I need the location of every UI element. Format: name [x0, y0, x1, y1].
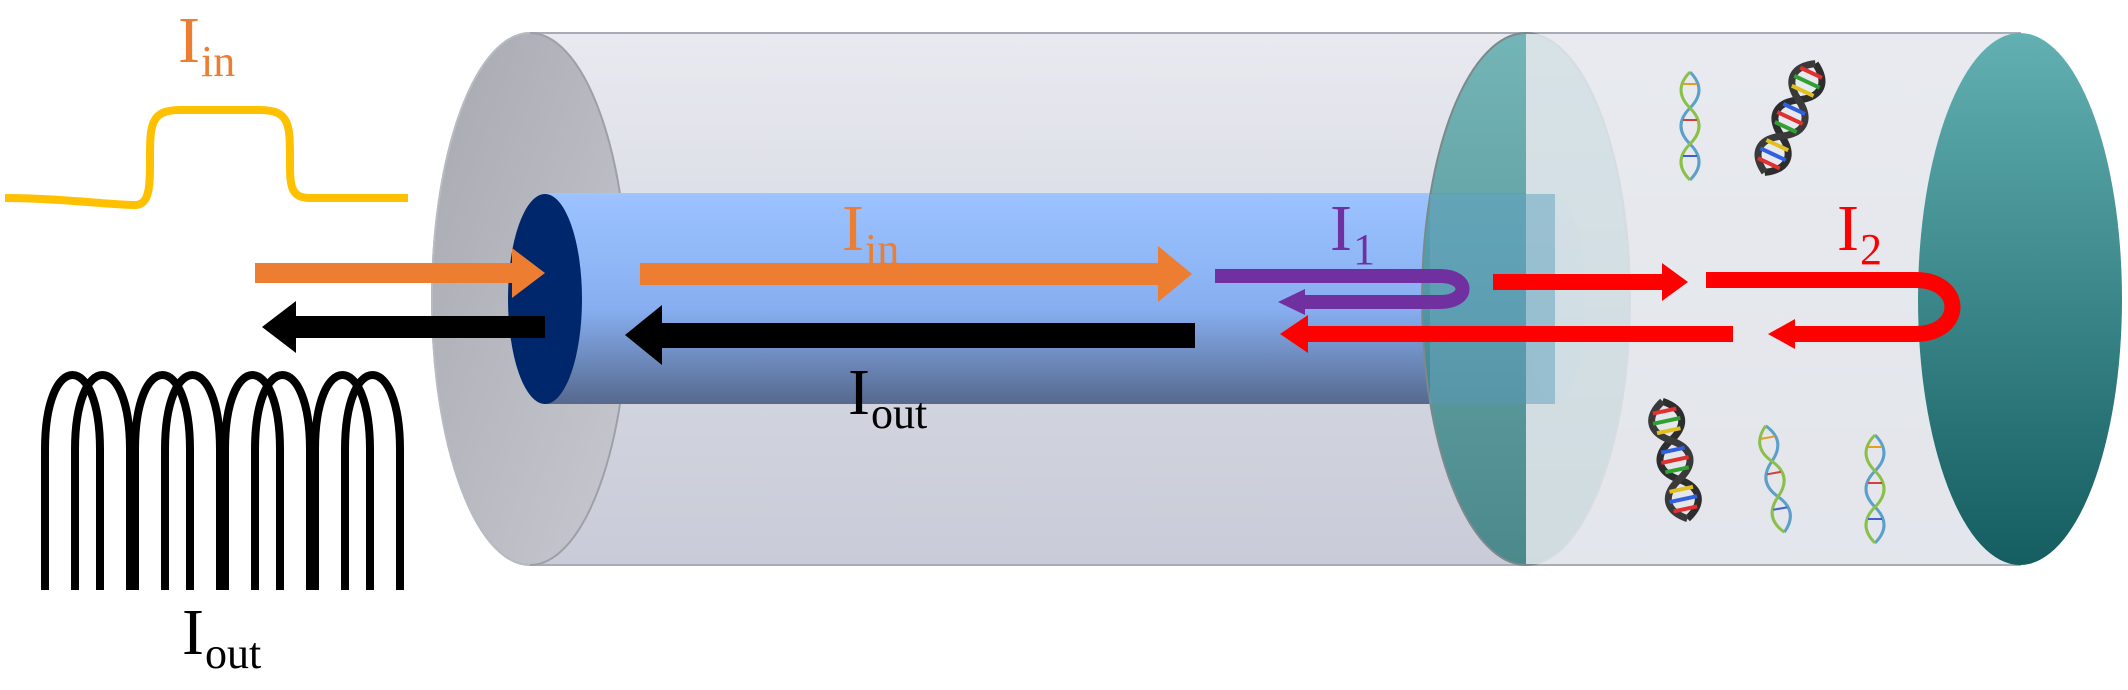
- label-i2-sub: 2: [1859, 225, 1882, 274]
- return-arrow-i2: [1280, 315, 1733, 353]
- label-i1-main: I: [1330, 192, 1352, 265]
- input-arrow-left: [255, 248, 545, 298]
- label-iout-left: Iout: [182, 600, 261, 676]
- label-iin-core-sub: in: [864, 225, 900, 274]
- label-iin-top: Iin: [178, 8, 235, 84]
- label-iout-left-main: I: [182, 596, 204, 669]
- output-arrow-left: [262, 301, 545, 353]
- tube-right-end: [1918, 33, 2122, 565]
- transmit-arrow-i2: [1493, 263, 1688, 301]
- label-i1-sub: 1: [1352, 225, 1375, 274]
- label-iin-core: Iin: [842, 196, 899, 272]
- label-iin-core-main: I: [842, 192, 864, 265]
- label-iout-left-sub: out: [204, 629, 262, 678]
- label-iout-core-sub: out: [870, 389, 928, 438]
- label-iin-top-sub: in: [200, 37, 236, 86]
- label-iout-core-main: I: [848, 356, 870, 429]
- label-i1: I1: [1330, 196, 1375, 272]
- input-arrow-core: [640, 246, 1192, 302]
- reflection-arrow-i2: [1706, 272, 1961, 349]
- ringing-waveform: [41, 371, 404, 590]
- label-i2: I2: [1837, 196, 1882, 272]
- output-arrow-core: [625, 305, 1195, 365]
- core-entrance-face: [508, 194, 582, 404]
- reflection-arrow-i1: [1215, 269, 1470, 315]
- label-iin-top-main: I: [178, 4, 200, 77]
- square-pulse-waveform: [4, 106, 408, 210]
- label-iout-core: Iout: [848, 360, 927, 436]
- label-i2-main: I: [1837, 192, 1859, 265]
